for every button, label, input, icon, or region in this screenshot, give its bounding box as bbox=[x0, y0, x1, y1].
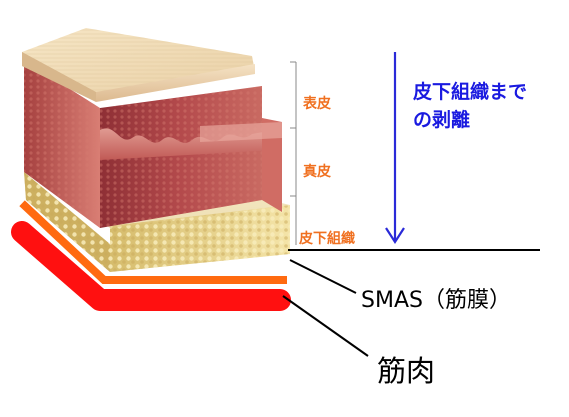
peel-depth-text-line1: 皮下組織まで bbox=[413, 81, 528, 103]
smas-pointer-line bbox=[289, 259, 357, 294]
pointer-lines bbox=[282, 249, 540, 357]
muscle-pointer-line bbox=[282, 295, 369, 357]
smas-band bbox=[19, 200, 287, 284]
muscle-band bbox=[11, 221, 291, 311]
muscle-label: 筋肉 bbox=[377, 354, 436, 388]
dermis-label: 真皮 bbox=[303, 164, 331, 180]
epidermis-label: 表皮 bbox=[303, 96, 331, 112]
peel-depth-arrow bbox=[385, 52, 405, 245]
dermis-block bbox=[24, 60, 282, 228]
subcutaneous-fat-block bbox=[24, 160, 290, 272]
peel-depth-text-line2: の剥離 bbox=[413, 109, 471, 131]
smas-label: SMAS（筋膜） bbox=[361, 288, 511, 313]
epidermis-block bbox=[22, 28, 255, 102]
layer-brackets bbox=[290, 61, 297, 245]
subcutaneous-label: 皮下組織 bbox=[299, 231, 355, 247]
